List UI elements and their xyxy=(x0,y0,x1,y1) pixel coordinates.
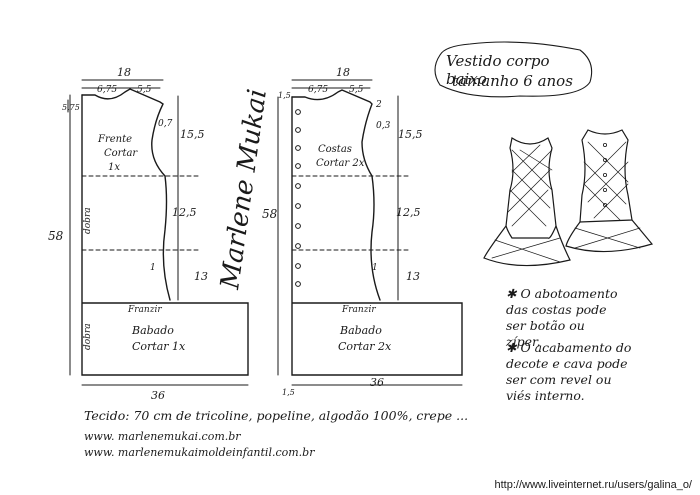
front-arm: 0,7 xyxy=(158,119,173,129)
back-seg3: 13 xyxy=(406,270,420,283)
back-shoulder: 2 xyxy=(375,100,382,110)
dress-back-sketch xyxy=(565,129,654,253)
url-2[interactable]: www. marlenemukaimoldeinfantil.com.br xyxy=(84,446,315,459)
back-bottom-width: 36 xyxy=(370,376,384,389)
front-neck-left: 6,75 xyxy=(97,85,117,95)
front-bottom-width: 36 xyxy=(151,389,165,402)
note-buttons: ✱ O abotoamento das costas pode ser botã… xyxy=(506,286,618,350)
back-width-top: 18 xyxy=(336,66,350,79)
signature: Marlene Mukai xyxy=(215,87,273,292)
title-line-1: Vestido corpo baixo xyxy=(446,52,550,88)
title-line-2: tamanho 6 anos xyxy=(452,72,573,90)
back-side-top: 1,5 xyxy=(278,91,291,100)
back-arm: 0,3 xyxy=(376,121,391,131)
note-finish: ✱ O acabamento do decote e cava pode ser… xyxy=(506,340,640,404)
front-ruffle-mark: Franzir xyxy=(127,305,162,315)
watermark-link[interactable]: http://www.liveinternet.ru/users/galina_… xyxy=(494,479,693,491)
front-ruffle-fold: dobra xyxy=(83,323,93,350)
back-label-1: Costas xyxy=(318,144,352,155)
url-1[interactable]: www. marlenemukai.com.br xyxy=(84,430,241,443)
front-seg2: 12,5 xyxy=(172,206,197,219)
back-ruffle-label-2: Cortar 2x xyxy=(338,340,392,353)
bullet-icon: ✱ xyxy=(506,340,521,355)
back-bottom-left: 1,5 xyxy=(282,388,295,397)
front-side-top: 5,75 xyxy=(62,103,80,112)
dress-front-sketch xyxy=(483,137,571,267)
front-guides xyxy=(81,175,201,251)
front-ruffle-label-1: Babado xyxy=(131,324,174,337)
back-neck-left: 6,75 xyxy=(308,85,328,95)
front-fold: dobra xyxy=(83,207,93,234)
front-label-2: Cortar xyxy=(104,148,138,159)
bullet-icon: ✱ xyxy=(506,286,521,301)
back-ruffle-label-1: Babado xyxy=(339,324,382,337)
back-total-height: 58 xyxy=(262,207,278,221)
back-seg2: 12,5 xyxy=(396,206,421,219)
back-label-2: Cortar 2x xyxy=(316,158,365,169)
back-buttons xyxy=(295,109,301,287)
front-bodice-outline xyxy=(81,88,249,376)
title: Vestido corpo baixo tamanho 6 anos xyxy=(428,46,588,98)
title-bubble xyxy=(434,41,593,98)
back-dimension-lines xyxy=(277,79,463,386)
fabric-line: Tecido: 70 cm de tricoline, popeline, al… xyxy=(84,408,469,423)
front-width-top: 18 xyxy=(117,66,131,79)
front-seg1: 15,5 xyxy=(180,128,205,141)
front-hem-mark: 1 xyxy=(150,263,156,273)
back-guides xyxy=(291,175,411,251)
note-finish-text: O acabamento do decote e cava pode ser c… xyxy=(506,340,632,403)
back-seg1: 15,5 xyxy=(398,128,423,141)
front-neck-right: 5,5 xyxy=(137,85,152,95)
front-label-3: 1x xyxy=(108,162,120,173)
back-bodice-outline xyxy=(291,89,463,376)
back-ruffle-mark: Franzir xyxy=(341,305,376,315)
note-buttons-text: O abotoamento das costas pode ser botão … xyxy=(506,286,618,349)
back-hem-mark: 1 xyxy=(372,263,378,273)
front-seg3: 13 xyxy=(194,270,208,283)
back-neck-right: 5,5 xyxy=(349,85,364,95)
front-ruffle-label-2: Cortar 1x xyxy=(132,340,186,353)
front-dimension-lines xyxy=(67,79,249,386)
front-total-height: 58 xyxy=(48,229,64,243)
front-label-1: Frente xyxy=(97,134,132,145)
